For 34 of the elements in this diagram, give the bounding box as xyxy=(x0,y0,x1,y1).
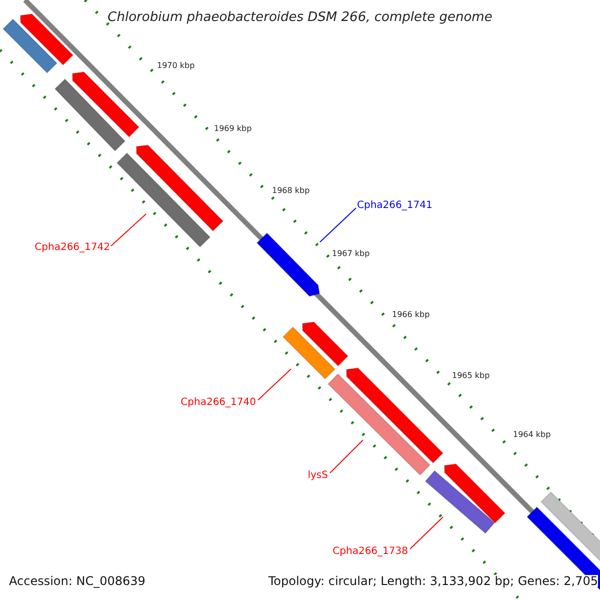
gene-bar xyxy=(54,78,126,152)
leader-line xyxy=(110,214,146,246)
leader-line xyxy=(258,368,292,400)
gene-bar xyxy=(346,367,444,464)
gene-label: Cpha266_1741 xyxy=(357,201,432,211)
title: Chlorobium phaeobacteroides DSM 266, complete genome xyxy=(106,11,494,24)
genome-info-text: Topology: circular; Length: 3,133,902 bp; Genes: 2,705 xyxy=(268,575,598,587)
scale-label: 1969 kbp xyxy=(214,125,252,133)
gene-bar xyxy=(2,18,58,74)
leader-line xyxy=(410,516,444,550)
gene-bar xyxy=(72,71,140,138)
gene-bar xyxy=(302,321,349,367)
gene-bar xyxy=(540,491,600,563)
gene-bar xyxy=(282,326,336,380)
leader-line xyxy=(330,440,364,474)
gene-bar xyxy=(256,232,320,297)
gene-bar xyxy=(327,373,431,476)
leader-line xyxy=(320,208,356,242)
accession-text: Accession: NC_008639 xyxy=(9,575,146,587)
scale-label: 1964 kbp xyxy=(513,431,551,439)
scale-label: 1967 kbp xyxy=(332,250,370,258)
gene-bar xyxy=(136,144,224,232)
scale-label: 1968 kbp xyxy=(272,187,310,195)
gene-label: Cpha266_1740 xyxy=(180,398,256,408)
gene-label: Cpha266_1738 xyxy=(332,547,408,557)
scale-label: 1970 kbp xyxy=(157,62,195,70)
scale-label: 1966 kbp xyxy=(392,311,430,319)
gene-label: lysS xyxy=(308,471,328,481)
gene-bar xyxy=(444,463,506,524)
scale-label: 1965 kbp xyxy=(452,372,490,380)
gene-label: Cpha266_1742 xyxy=(34,243,110,253)
gene-bar xyxy=(116,152,211,248)
gene-bar xyxy=(424,470,496,534)
gene-bar xyxy=(20,13,74,66)
